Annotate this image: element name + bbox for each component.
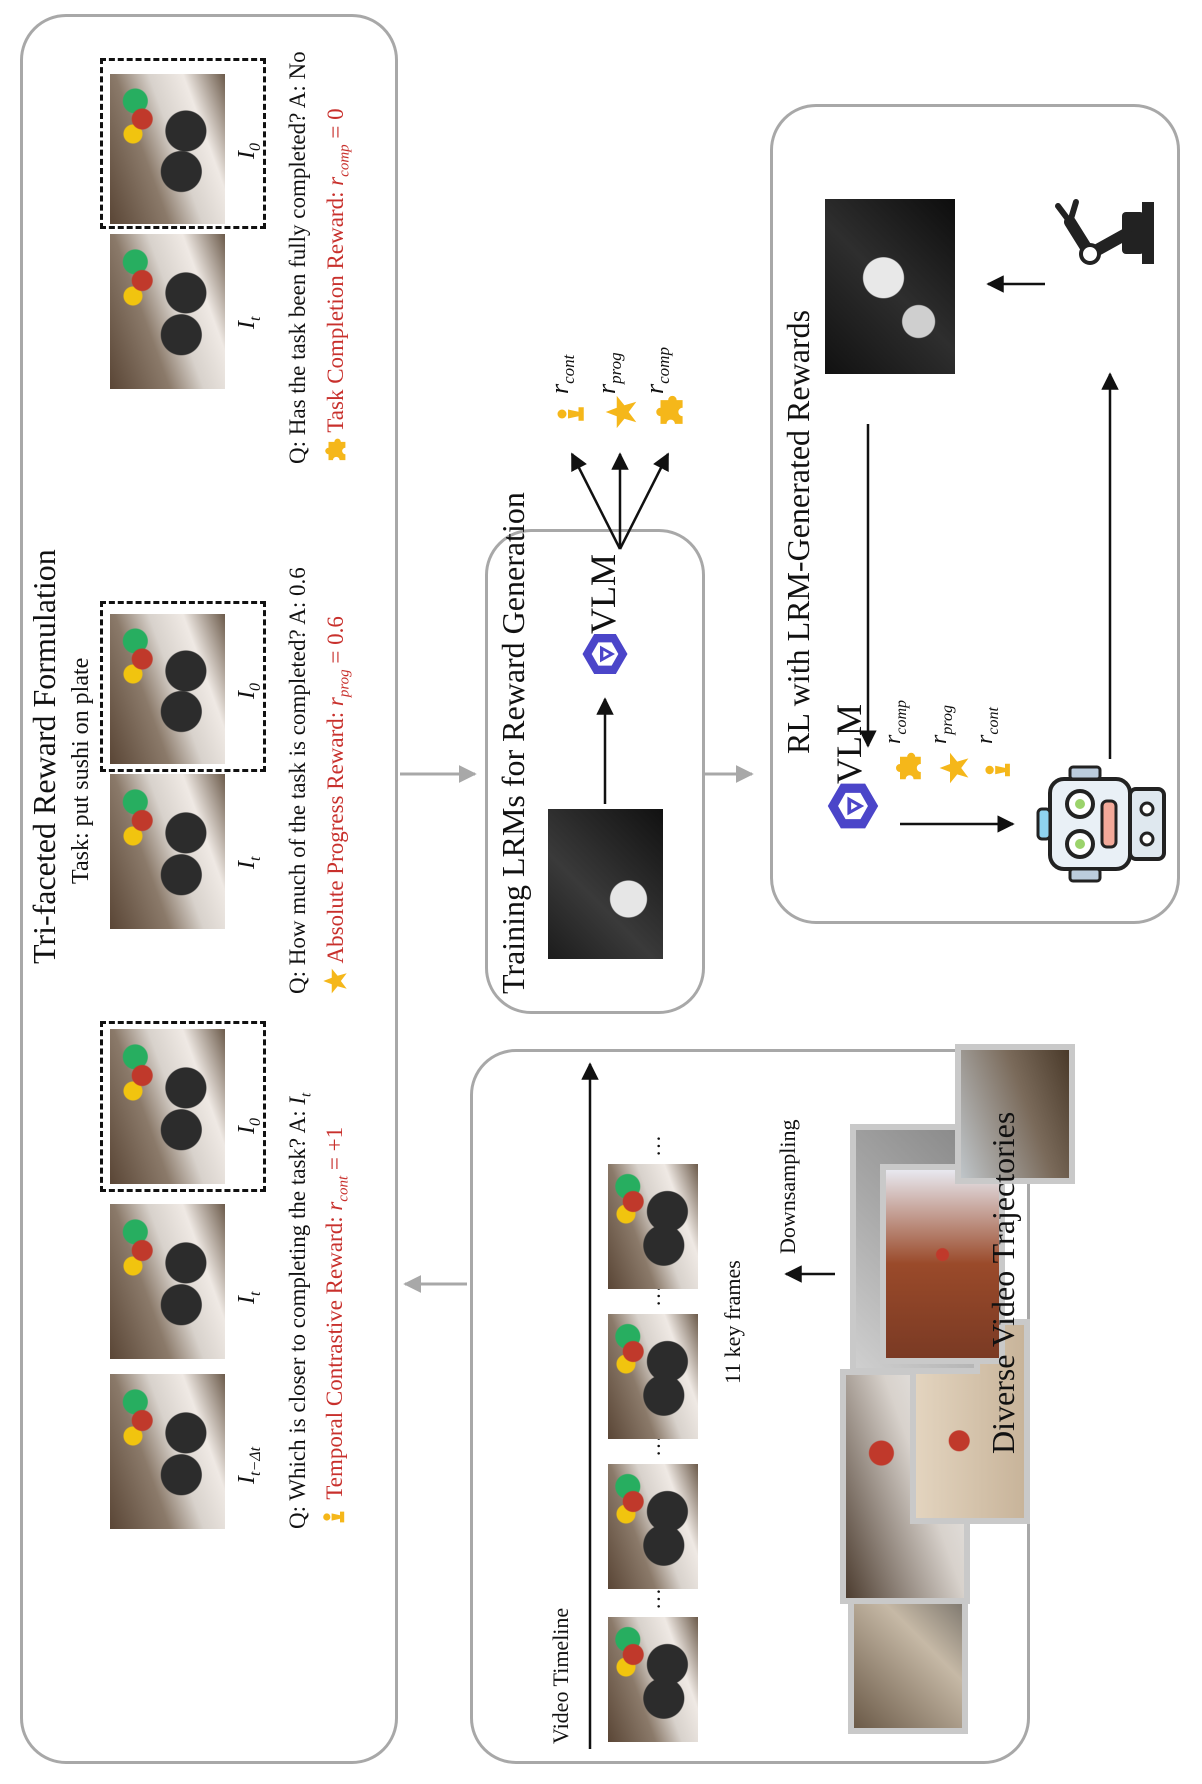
training-robot-photo (548, 809, 663, 959)
label-i-t-minus-dt: It−Δt (234, 1446, 264, 1484)
arrow-to-formulation (403, 1275, 467, 1293)
puzzle-icon (652, 395, 686, 429)
timeline-label: Video Timeline (548, 1607, 573, 1744)
label-completion-i-t: It (234, 316, 264, 329)
arrow-formulation-to-training (400, 765, 477, 783)
vlm-logo-icon (825, 778, 881, 834)
training-output-comp: rcomp (640, 347, 674, 394)
rl-observation-photo (825, 199, 955, 374)
training-fan-arrows (570, 452, 670, 550)
downsampling-label: Downsampling (775, 1119, 800, 1254)
ellipsis-4: … (640, 1135, 665, 1157)
highlight-box (100, 1021, 266, 1192)
training-output-prog: rprog (592, 352, 626, 394)
progress-question: Q: How much of the task is completed? A:… (285, 567, 310, 994)
pawn-icon (984, 756, 1012, 784)
contrastive-reward: Temporal Contrastive Reward: rcont = +1 (322, 1127, 353, 1529)
rl-title: RL with LRM-Generated Rewards (780, 309, 816, 754)
label-progress-i-t: It (234, 856, 264, 869)
rl-output-comp: rcomp (880, 700, 910, 744)
training-arrow-photo-vlm (596, 697, 614, 804)
label-i-t: It (234, 1291, 264, 1304)
rl-arrow-agent-to-env (1101, 372, 1119, 759)
pawn-icon (556, 399, 586, 429)
rl-output-cont: rcont (972, 707, 1002, 744)
arrow-training-to-rl (705, 765, 754, 783)
completion-question: Q: Has the task been fully completed? A:… (285, 51, 310, 464)
training-vlm-label: VLM (583, 554, 623, 634)
rl-output-prog: rprog (926, 705, 956, 744)
label-i-0: I0 (234, 1118, 264, 1134)
vlm-logo-icon (580, 629, 630, 679)
rl-arrow-rewards-to-agent (900, 815, 1015, 833)
completion-reward: Task Completion Reward: rcomp = 0 (322, 108, 354, 464)
contrastive-question: Q: Which is closer to completing the tas… (285, 1092, 315, 1529)
formulation-title: Tri-faceted Reward Formulation (26, 549, 62, 964)
star-icon (604, 395, 638, 429)
ellipsis-1: … (640, 1588, 665, 1610)
frame-t-minus-dt (110, 1374, 225, 1529)
training-output-cont: rcont (545, 354, 579, 394)
key-frame-4 (608, 1164, 698, 1289)
progress-reward: Absolute Progress Reward: rprog = 0.6 (322, 616, 354, 994)
star-icon (938, 752, 970, 784)
frame-progress-t (110, 774, 225, 929)
rl-arrow-observation-to-vlm (859, 424, 877, 748)
downsample-arrow (784, 1265, 835, 1283)
frame-completion-t (110, 234, 225, 389)
key-frames-label: 11 key frames (720, 1260, 745, 1384)
pawn-icon (322, 1505, 346, 1529)
robot-arm-icon (1055, 199, 1154, 265)
rl-arrow-env-to-observation (986, 275, 1045, 293)
timeline-arrow (581, 1062, 599, 1749)
label-progress-i-0: I0 (234, 683, 264, 699)
label-completion-i-0: I0 (234, 143, 264, 159)
task-text: Task: put sushi on plate (68, 657, 94, 884)
robot-icon (1036, 765, 1166, 883)
key-frame-3 (608, 1314, 698, 1439)
trajectories-title: Diverse Video Trajectories (985, 1111, 1021, 1454)
key-frame-1 (608, 1617, 698, 1742)
training-title: Training LRMs for Reward Generation (495, 492, 531, 994)
frame-t (110, 1204, 225, 1359)
puzzle-icon (892, 752, 924, 784)
puzzle-icon (322, 438, 348, 464)
star-icon (322, 968, 348, 994)
key-frame-2 (608, 1464, 698, 1589)
